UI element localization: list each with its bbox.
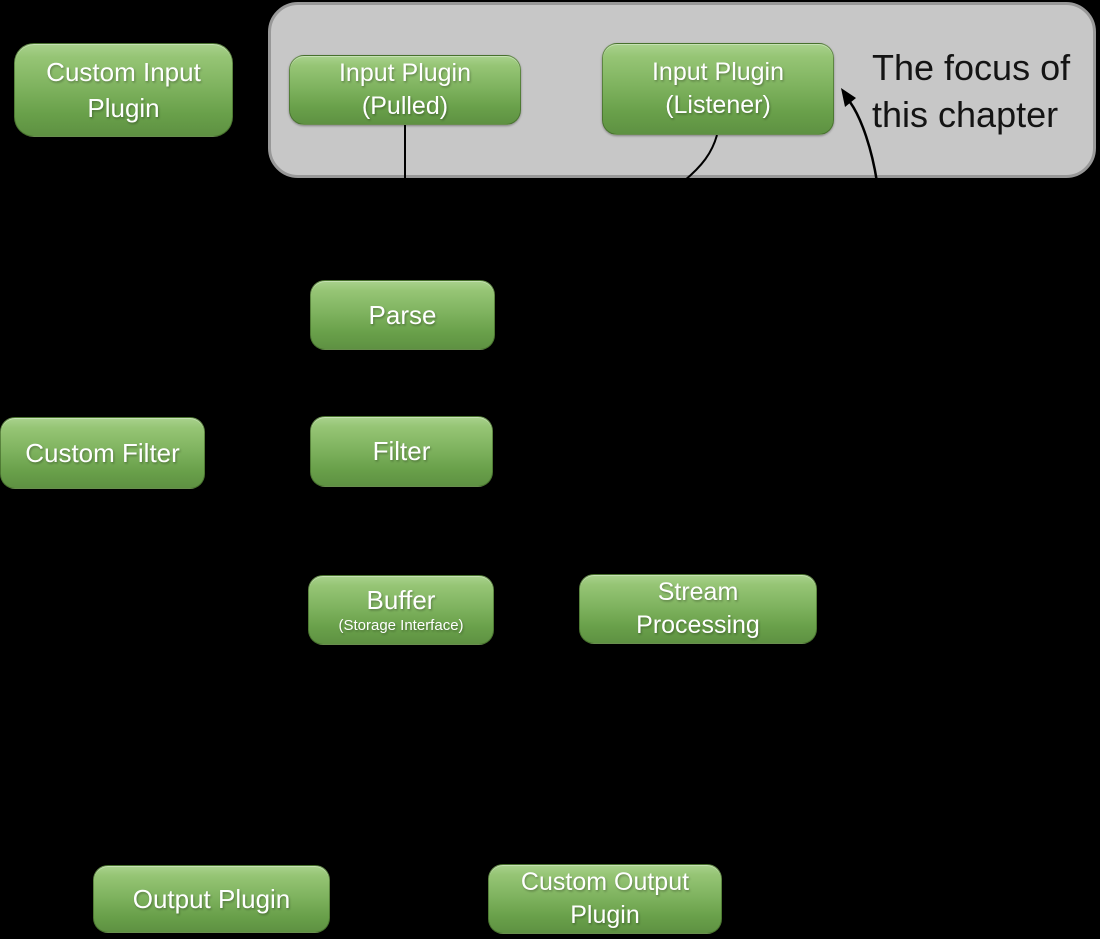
box-label: Plugin — [570, 901, 640, 929]
box-label: Custom Filter — [25, 437, 180, 468]
box-stream-processing: Stream Processing — [579, 574, 817, 644]
box-input-plugin-listener: Input Plugin (Listener) — [602, 43, 834, 135]
box-input-plugin-pulled: Input Plugin (Pulled) — [289, 55, 521, 125]
box-label: Input Plugin — [338, 59, 472, 87]
box-label: Custom Input — [46, 57, 201, 87]
box-label: Filter — [372, 436, 431, 466]
box-label: Plugin — [87, 93, 160, 123]
box-output-plugin: Output Plugin — [93, 865, 330, 933]
focus-annotation-line2: this chapter — [872, 94, 1059, 135]
box-label: Custom Output — [520, 868, 690, 896]
box-label: (Pulled) — [361, 92, 449, 120]
box-label: Buffer — [366, 584, 436, 615]
box-buffer: Buffer (Storage Interface) — [308, 575, 494, 645]
focus-annotation: The focus of this chapter — [872, 44, 1070, 138]
box-label: Input Plugin — [651, 58, 785, 86]
box-custom-output-plugin: Custom Output Plugin — [488, 864, 722, 934]
box-custom-filter: Custom Filter — [0, 417, 205, 489]
box-filter: Filter — [310, 416, 493, 487]
box-label: (Listener) — [665, 91, 771, 119]
box-parse: Parse — [310, 280, 495, 350]
focus-annotation-line1: The focus of — [872, 47, 1071, 88]
box-sublabel: (Storage Interface) — [338, 616, 464, 634]
box-custom-input-plugin: Custom Input Plugin — [14, 43, 233, 137]
box-label: Parse — [368, 299, 437, 330]
box-label: Output Plugin — [132, 883, 291, 914]
box-label: Processing — [636, 611, 760, 639]
box-label: Stream — [657, 578, 739, 606]
